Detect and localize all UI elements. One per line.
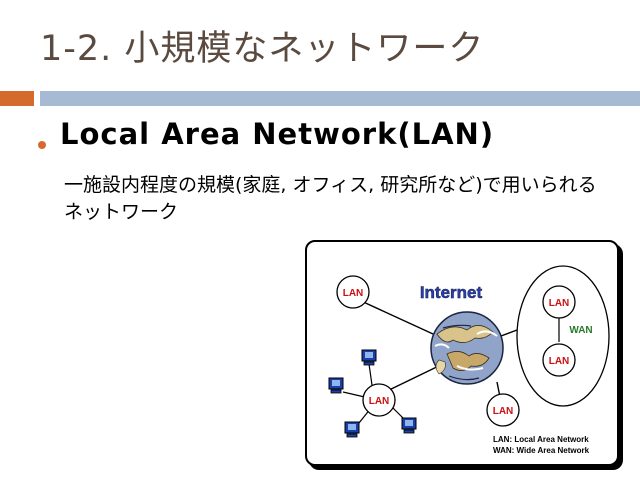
- wan-label: WAN: [569, 325, 592, 336]
- bullet-marker: [38, 141, 46, 149]
- slide-title: 1-2. 小規模なネットワーク: [40, 29, 485, 69]
- lan-node-circle-bottom: [486, 393, 520, 427]
- lan-node-circle-hub: [362, 383, 396, 417]
- internet-label: Internet: [420, 283, 483, 302]
- lan-label-wan-top: LAN: [549, 298, 570, 309]
- computer-icon: [401, 417, 417, 434]
- lan-node-circle-wan-bottom: [542, 343, 576, 377]
- lan-label-left: LAN: [343, 288, 364, 299]
- computer-icon: [328, 377, 344, 394]
- legend-lan: LAN: Local Area Network: [493, 435, 589, 444]
- title-accent-bar-orange: [0, 91, 34, 106]
- title-accent-bar-blue: [40, 91, 640, 106]
- legend-wan: WAN: Wide Area Network: [493, 446, 590, 455]
- lan-label-bottom: LAN: [493, 406, 514, 417]
- computer-icon: [361, 349, 377, 366]
- lan-node-circle-left: [336, 275, 370, 309]
- network-diagram: LAN LAN LAN LAN LAN WAN Internet LAN: Lo…: [305, 240, 619, 466]
- lan-label-hub: LAN: [369, 396, 390, 407]
- lan-node-circle-wan-top: [542, 285, 576, 319]
- bullet-heading: Local Area Network(LAN): [60, 117, 495, 151]
- bullet-description: 一施設内程度の規模(家庭, オフィス, 研究所など)で用いられるネットワーク: [64, 174, 597, 223]
- computer-icon: [344, 421, 360, 438]
- wan-region: [516, 265, 610, 407]
- internet-globe-icon: [430, 311, 504, 385]
- lan-label-wan-bottom: LAN: [549, 356, 570, 367]
